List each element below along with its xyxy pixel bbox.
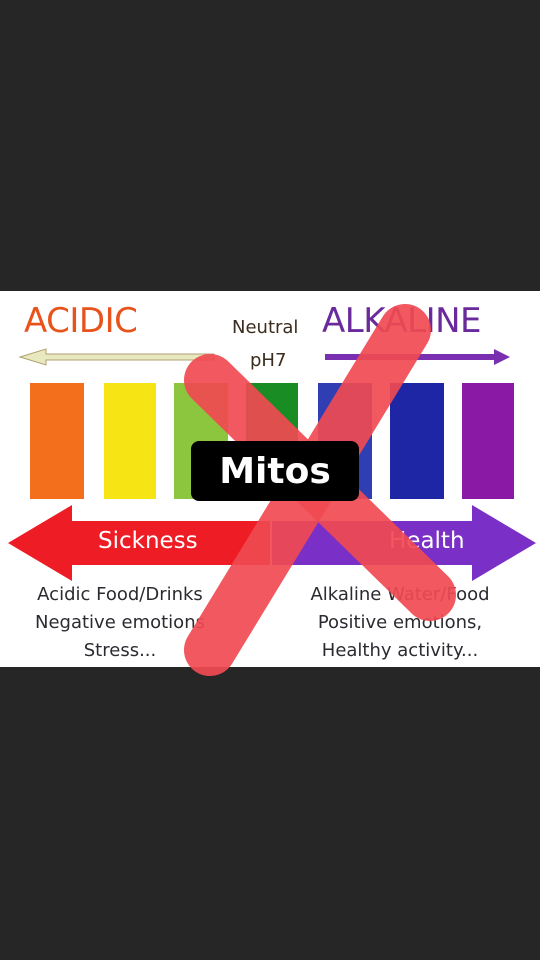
ph-bar-orange [30, 383, 84, 499]
ph7-label: pH7 [250, 350, 287, 371]
acidic-caption-line: Negative emotions [35, 612, 205, 633]
acidic-title: ACIDIC [24, 301, 138, 341]
acidic-caption: Acidic Food/Drinks Negative emotions Str… [0, 581, 240, 665]
ph-bar-yellow [104, 383, 156, 499]
mitos-badge: Mitos [191, 441, 359, 501]
neutral-label: Neutral [232, 317, 299, 338]
alkaline-caption-line: Healthy activity... [321, 640, 479, 661]
acidic-caption-line: Acidic Food/Drinks [37, 584, 203, 605]
ph-bar-indigo [390, 383, 444, 499]
sickness-arrow-icon [8, 505, 270, 581]
acidic-caption-line: Stress... [83, 640, 157, 661]
ph-bar-purple [462, 383, 514, 499]
sickness-label: Sickness [98, 528, 198, 554]
